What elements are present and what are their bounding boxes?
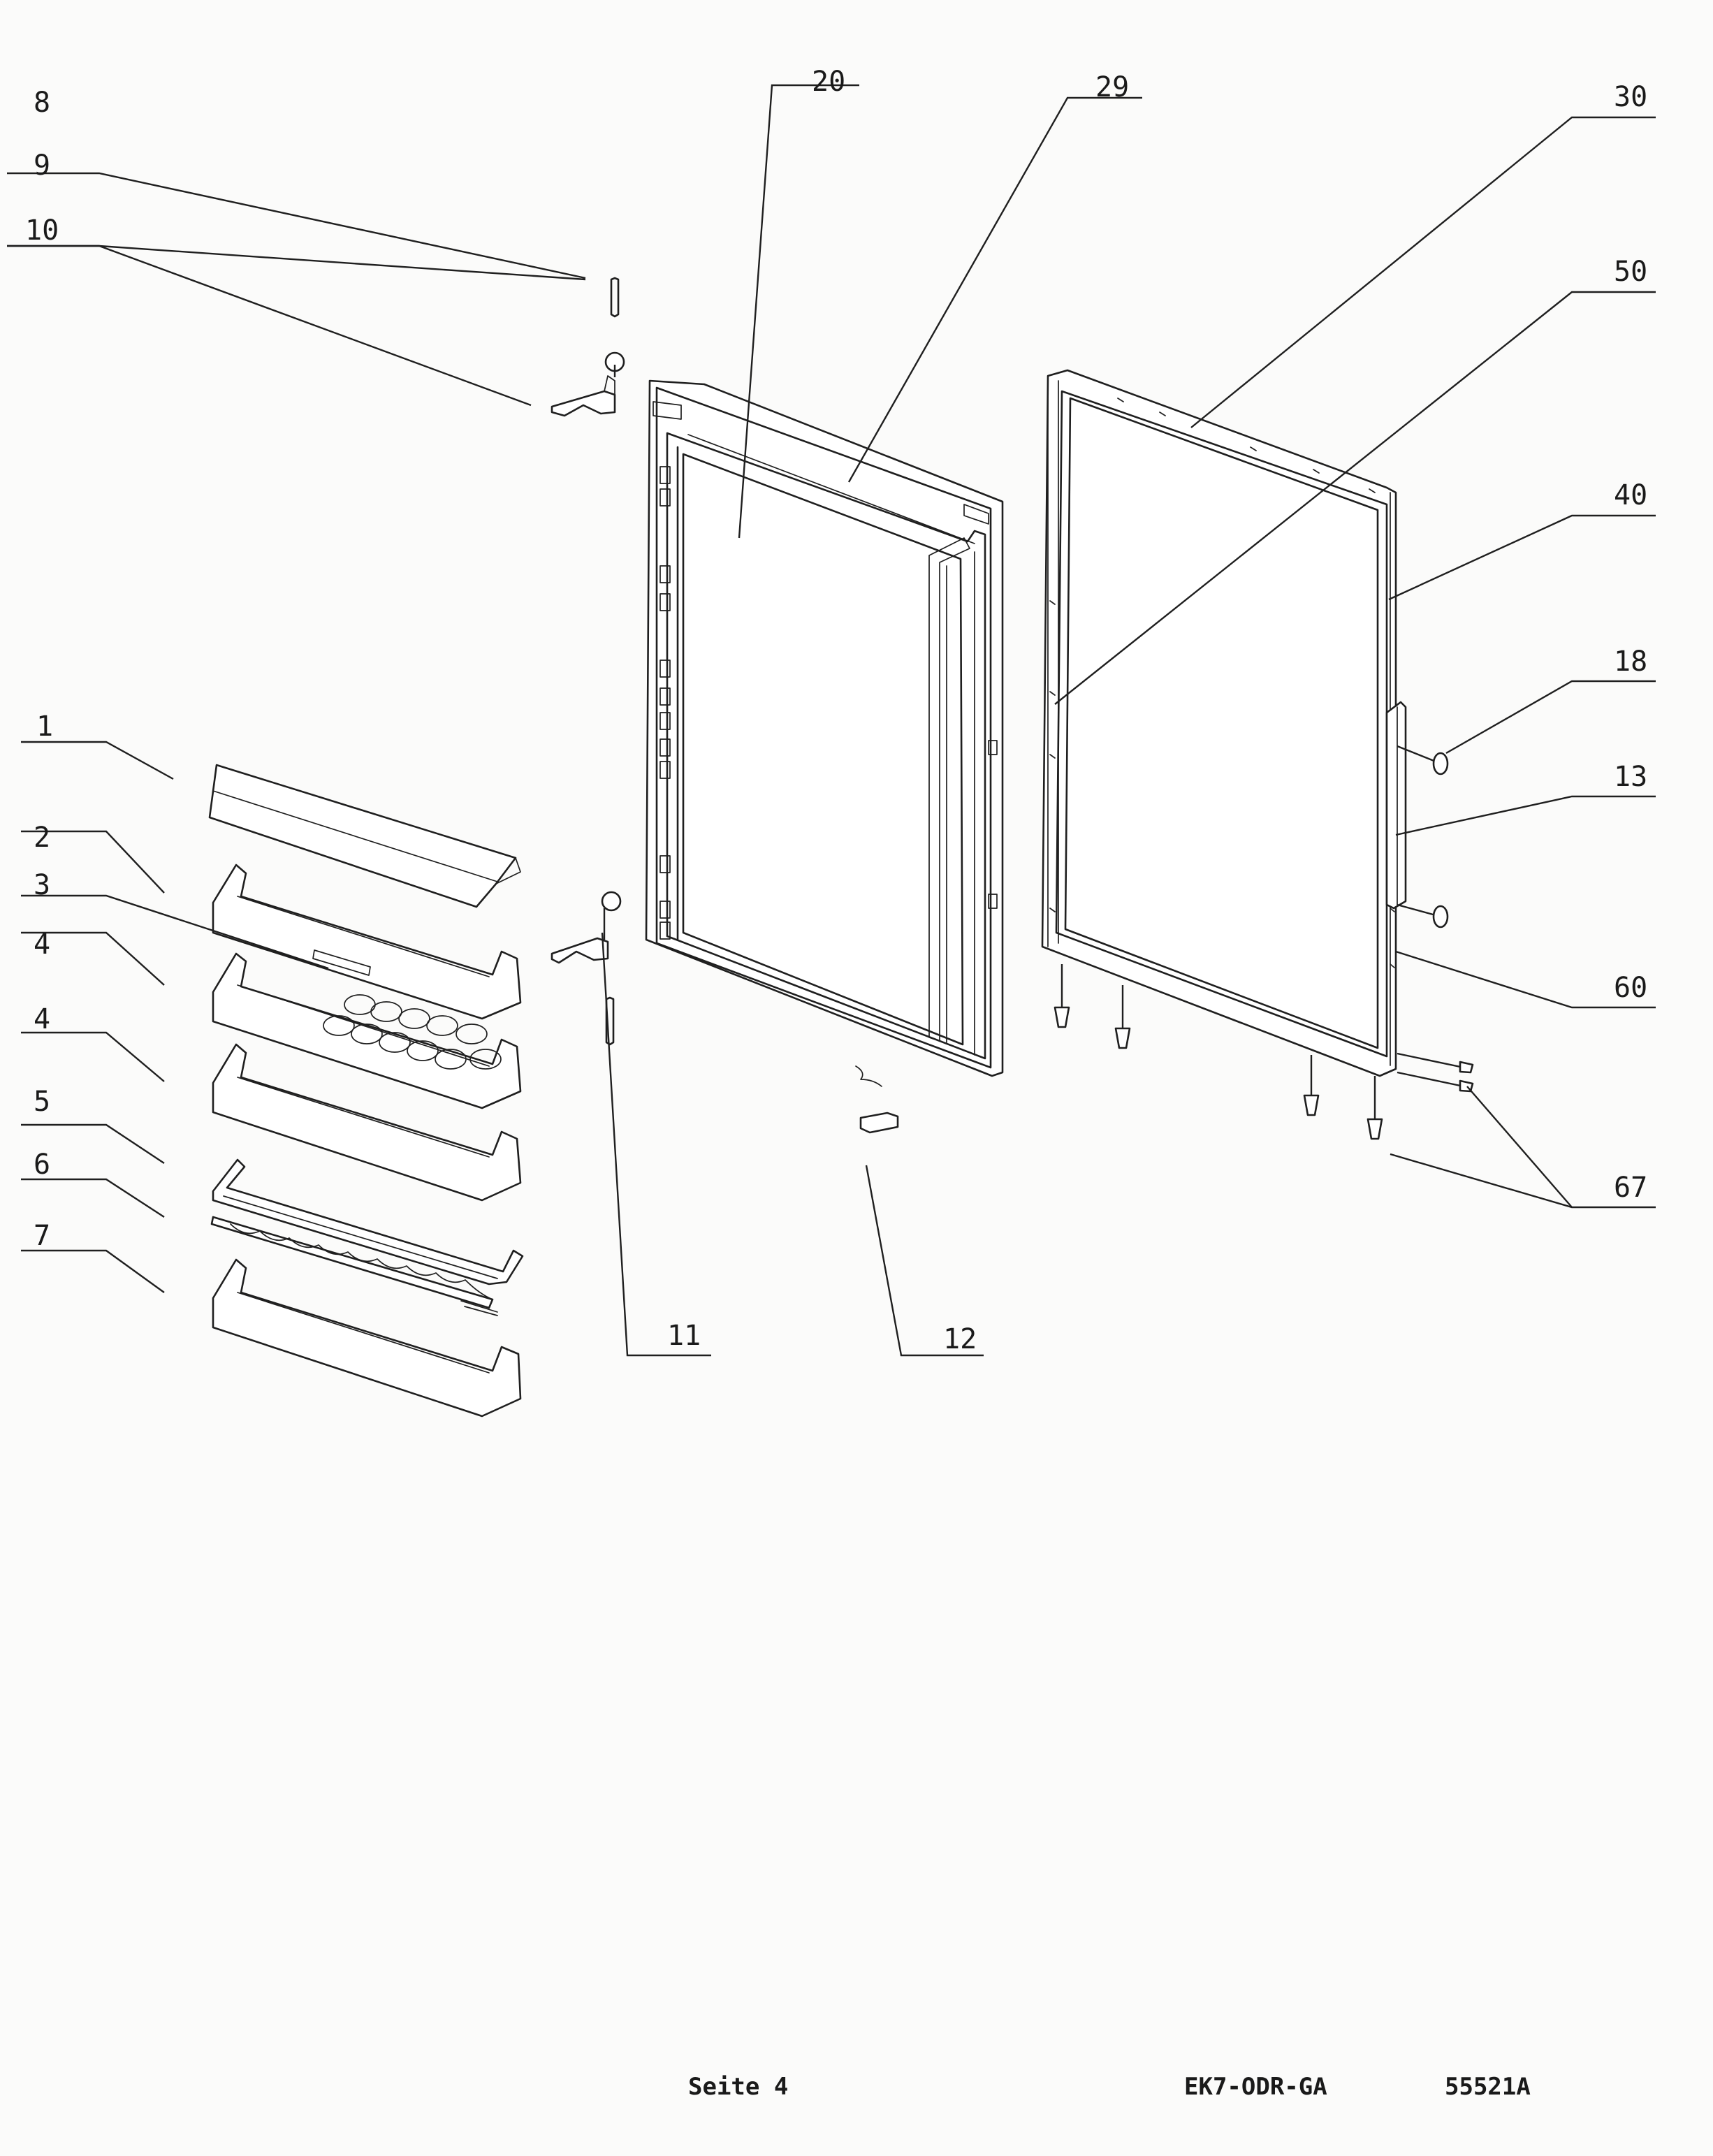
callout-50: 50 [1614,256,1647,288]
callout-8: 8 [34,87,50,119]
inner-door-liner [645,379,1004,1077]
callout-1: 1 [36,711,53,743]
callout-29: 29 [1095,71,1129,103]
callout-leaders [7,84,1656,1357]
outer-door-panel [1041,369,1407,1077]
callout-2: 2 [34,822,50,854]
shelf-1-cover [208,764,521,908]
callout-3: 3 [34,869,50,901]
footer-code: 55521A [1445,2073,1531,2101]
callout-67: 67 [1614,1172,1647,1204]
callout-9: 9 [34,150,50,182]
footer: Seite 4 EK7-ODR-GA 55521A [688,2073,1531,2101]
callout-labels: 8 9 10 1 2 3 4 4 5 6 7 11 12 20 29 30 50… [25,66,1647,1355]
callout-12: 12 [943,1323,977,1355]
callout-11: 11 [667,1320,701,1352]
door-stop-lower [855,1065,899,1134]
callout-60: 60 [1614,972,1647,1004]
callout-10: 10 [25,214,59,247]
callout-4b: 4 [34,1003,50,1035]
callout-40: 40 [1614,479,1647,511]
bottom-hinge-assembly [551,891,622,1046]
callout-6: 6 [34,1149,50,1181]
callout-30: 30 [1614,81,1647,113]
callout-20: 20 [812,66,845,98]
callout-5: 5 [34,1086,50,1118]
mounting-screws [1054,964,1474,1140]
footer-page: Seite 4 [688,2073,788,2101]
handle-knobs [1397,745,1449,928]
shelf-5-bottle-rail [212,1158,524,1285]
callout-18: 18 [1614,646,1647,678]
shelf-3-egg-tray [212,952,522,1109]
shelf-6-bottle-holder [210,1216,498,1316]
footer-model: EK7-ODR-GA [1184,2073,1327,2101]
shelf-7-door-bin [212,1258,522,1418]
callout-13: 13 [1614,761,1647,793]
callout-4a: 4 [34,928,50,961]
callout-7: 7 [34,1220,50,1252]
shelf-2-door-bin [212,864,522,1020]
top-hinge-assembly [551,277,625,417]
shelf-4-door-bin [212,1043,522,1202]
